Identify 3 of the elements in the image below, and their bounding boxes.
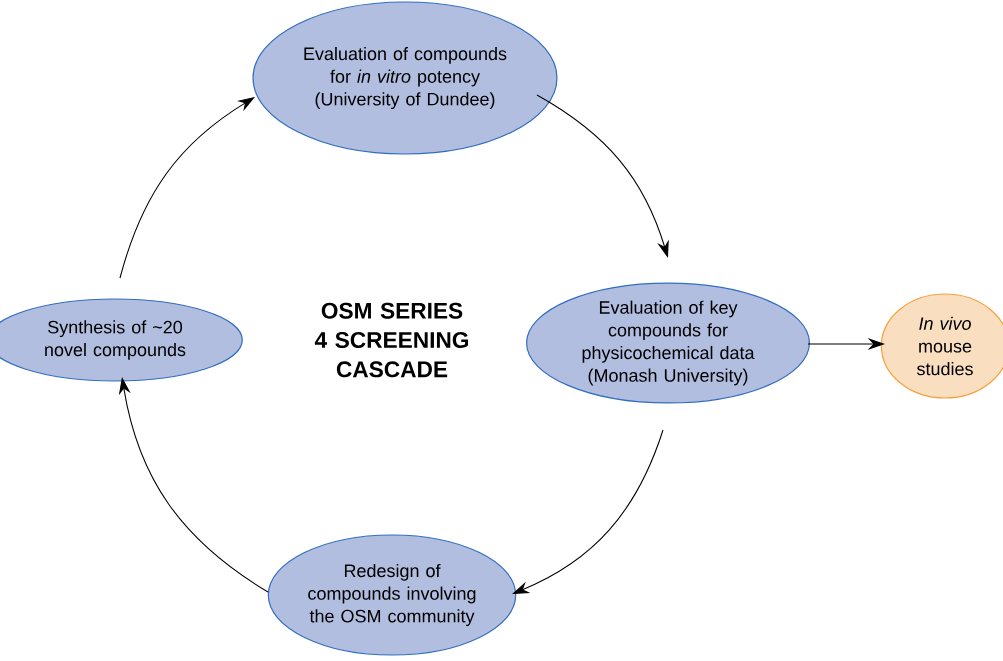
title: OSM SERIES 4 SCREENING CASCADE [314, 302, 469, 378]
arrow [512, 429, 664, 594]
arrow [119, 97, 255, 279]
